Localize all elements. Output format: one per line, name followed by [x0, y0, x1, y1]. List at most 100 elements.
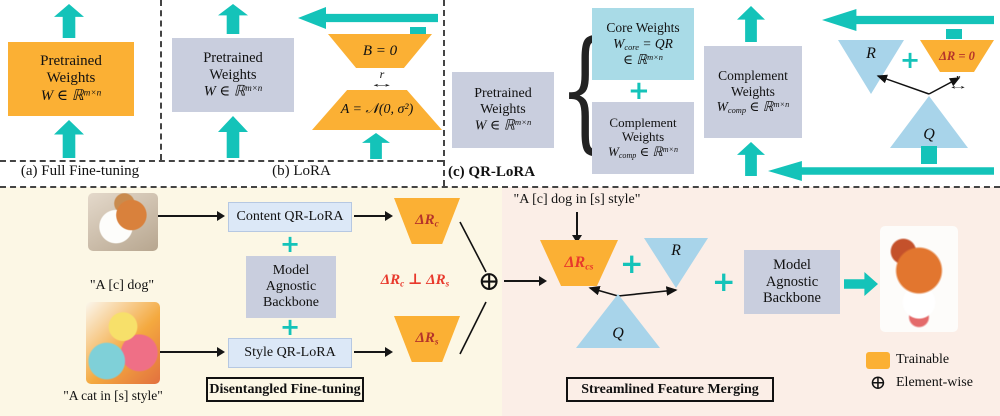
Q-triangle: Q	[890, 96, 968, 148]
q-symbol: Q	[612, 325, 624, 342]
box-math: Wcore = QR	[613, 36, 673, 53]
panel-c-label: (c) QR-LoRA	[448, 164, 536, 180]
delta-sub: cs	[585, 261, 594, 273]
backbone-box: Model Agnostic Backbone	[246, 256, 336, 318]
box-line: Complement	[718, 68, 788, 84]
right-arrow	[504, 275, 547, 286]
lora-B-matrix: B = 0	[328, 34, 432, 68]
math-base: ∈ ℝ	[623, 52, 648, 68]
math-base: ∈ ℝ	[636, 144, 663, 160]
box-line: Model	[272, 263, 310, 279]
elementwise-sum-icon: ⊕	[477, 266, 501, 296]
box-math: W ∈ ℝm×n	[204, 83, 263, 100]
r-symbol: R	[671, 242, 681, 259]
up-arrow	[218, 4, 248, 34]
up-arrow	[54, 120, 84, 158]
arrow-bend	[410, 27, 426, 36]
box-math: ∈ ℝm×n	[623, 52, 663, 67]
box-line: Weights	[621, 129, 665, 145]
backbone-box-merge: Model Agnostic Backbone	[744, 250, 840, 314]
box-line: Weights	[209, 66, 257, 83]
arrow-bend	[921, 146, 937, 164]
q-merge-lines	[588, 286, 678, 297]
left-arrow	[822, 9, 994, 31]
box-math: Wcomp ∈ ℝm×n	[608, 144, 678, 161]
delta-r-equation: ΔR = 0	[939, 48, 975, 63]
down-arrow	[571, 212, 582, 243]
style-qr-lora-box: Style QR-LoRA	[228, 338, 352, 368]
box-line: Complement	[609, 114, 677, 130]
delta-rcs-label: ΔRcs	[565, 254, 594, 272]
legend-elementwise-label: Element-wise	[896, 375, 973, 390]
box-line: Backbone	[263, 294, 319, 310]
w-symbol: W	[608, 144, 619, 160]
lora-pretrained-weights-box: Pretrained Weights W ∈ ℝm×n	[172, 38, 294, 112]
math-sup: m×n	[647, 53, 663, 63]
box-math: W ∈ ℝm×n	[474, 117, 532, 134]
lora-A-matrix: A = 𝒩(0, σ²)	[312, 90, 442, 130]
math-sup: m×n	[83, 87, 102, 98]
delta-rs-label: ΔRs	[415, 330, 438, 347]
rank-r: r	[379, 67, 385, 81]
divider-a-b	[160, 0, 162, 160]
box-math: W ∈ ℝm×n	[41, 88, 102, 105]
right-arrow	[160, 346, 225, 357]
ortho-left-sub: c	[400, 279, 405, 290]
math-sup: m×n	[245, 83, 263, 94]
legend-trainable-label: Trainable	[896, 352, 950, 367]
right-arrow	[354, 346, 393, 357]
panel-b-label: (b) LoRA	[272, 163, 331, 179]
divider-b-c	[443, 0, 445, 186]
elementwise-icon: ⊕	[869, 372, 887, 394]
box-line: Backbone	[763, 290, 821, 307]
merging-caption: Streamlined Feature Merging	[566, 377, 774, 402]
box-line: Agnostic	[765, 273, 819, 290]
math-base: W ∈ ℝ	[203, 83, 246, 100]
w-subscript: comp	[618, 151, 637, 161]
up-arrow	[54, 4, 84, 38]
full-finetune-weights-box: Pretrained Weights W ∈ ℝm×n	[8, 42, 134, 116]
orthogonality-constraint: ΔRc ⊥ ΔRs	[356, 270, 474, 289]
ortho-right-sub: s	[445, 279, 450, 290]
box-math: Wcomp ∈ ℝm×n	[717, 99, 790, 116]
divider-top-bottom	[0, 186, 1000, 188]
math-base: ∈ ℝ	[746, 99, 774, 115]
ortho-left: ΔR	[380, 272, 401, 288]
complement-weights-main-box: Complement Weights Wcomp ∈ ℝm×n	[704, 46, 802, 138]
math-eq: = QR	[638, 35, 673, 51]
ortho-right: ΔR	[426, 272, 446, 288]
w-symbol: W	[613, 35, 625, 51]
plus-operator: +	[280, 313, 301, 341]
rank-width-arrow-icon: ↔	[368, 78, 396, 90]
up-arrow	[362, 133, 390, 159]
math-sup: m×n	[773, 99, 790, 109]
box-line: Style QR-LoRA	[244, 345, 336, 361]
w-symbol: W	[716, 99, 728, 115]
box-line: Pretrained	[203, 49, 263, 66]
b-equation: B = 0	[362, 42, 398, 59]
merge-prompt: "A [c] dog in [s] style"	[513, 192, 641, 207]
a-equation: A = 𝒩(0, σ²)	[340, 102, 414, 117]
left-arrow	[768, 161, 994, 181]
dog-reference-image	[88, 193, 158, 251]
plus-operator: +	[628, 76, 650, 106]
rank-width-arrow-icon: ↔	[947, 81, 969, 92]
plus-operator: +	[620, 247, 644, 280]
delta-sub: c	[434, 219, 439, 230]
cat-style-image	[86, 302, 160, 384]
trainable-swatch	[866, 352, 890, 369]
left-arrow	[298, 7, 438, 29]
plus-operator: +	[900, 46, 921, 74]
right-arrow	[158, 210, 225, 221]
box-line: Weights	[46, 70, 96, 87]
math-base: W ∈ ℝ	[474, 118, 515, 134]
disentangled-caption: Disentangled Fine-tuning	[206, 377, 364, 402]
delta-sub: s	[434, 337, 439, 348]
w-subscript: core	[624, 42, 639, 52]
box-line: Pretrained	[474, 85, 532, 101]
style-prompt: "A cat in [s] style"	[63, 388, 163, 403]
q-symbol: Q	[923, 126, 935, 143]
delta-base: ΔR	[564, 253, 586, 271]
rank-label: r ↔	[358, 67, 406, 90]
plus-operator: +	[280, 230, 301, 258]
